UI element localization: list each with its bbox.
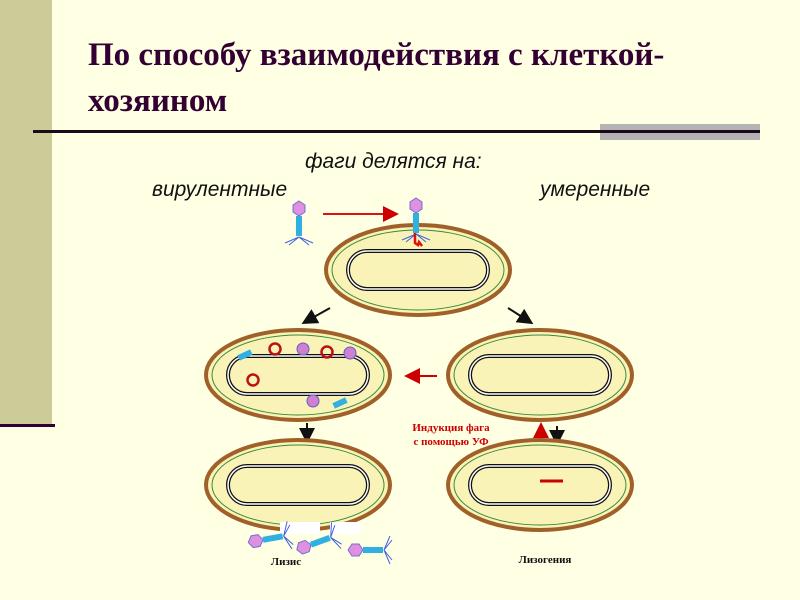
virulent-heading: вирулентные (152, 178, 288, 201)
accent-bar (0, 0, 52, 425)
temperate-heading: умеренные (540, 178, 651, 201)
title-divider (33, 130, 760, 133)
lysis-label: Лизис (271, 556, 301, 568)
lysogenic-induced-cell (446, 328, 634, 422)
accent-line (0, 424, 55, 427)
free-phage (284, 200, 314, 246)
replicating-cell (204, 328, 392, 422)
slide-title: По способу взаимодействия с клеткой-хозя… (88, 37, 665, 119)
induction-label-1: Индукция фага (412, 422, 490, 434)
infected-cell (324, 223, 512, 317)
lysogenic-cell (446, 438, 634, 532)
subtitle: фаги делятся на: (305, 150, 482, 173)
induction-label-2: с помощью УФ (413, 436, 489, 448)
lysing-cell (204, 438, 392, 532)
lysogeny-label: Лизогения (519, 554, 572, 566)
